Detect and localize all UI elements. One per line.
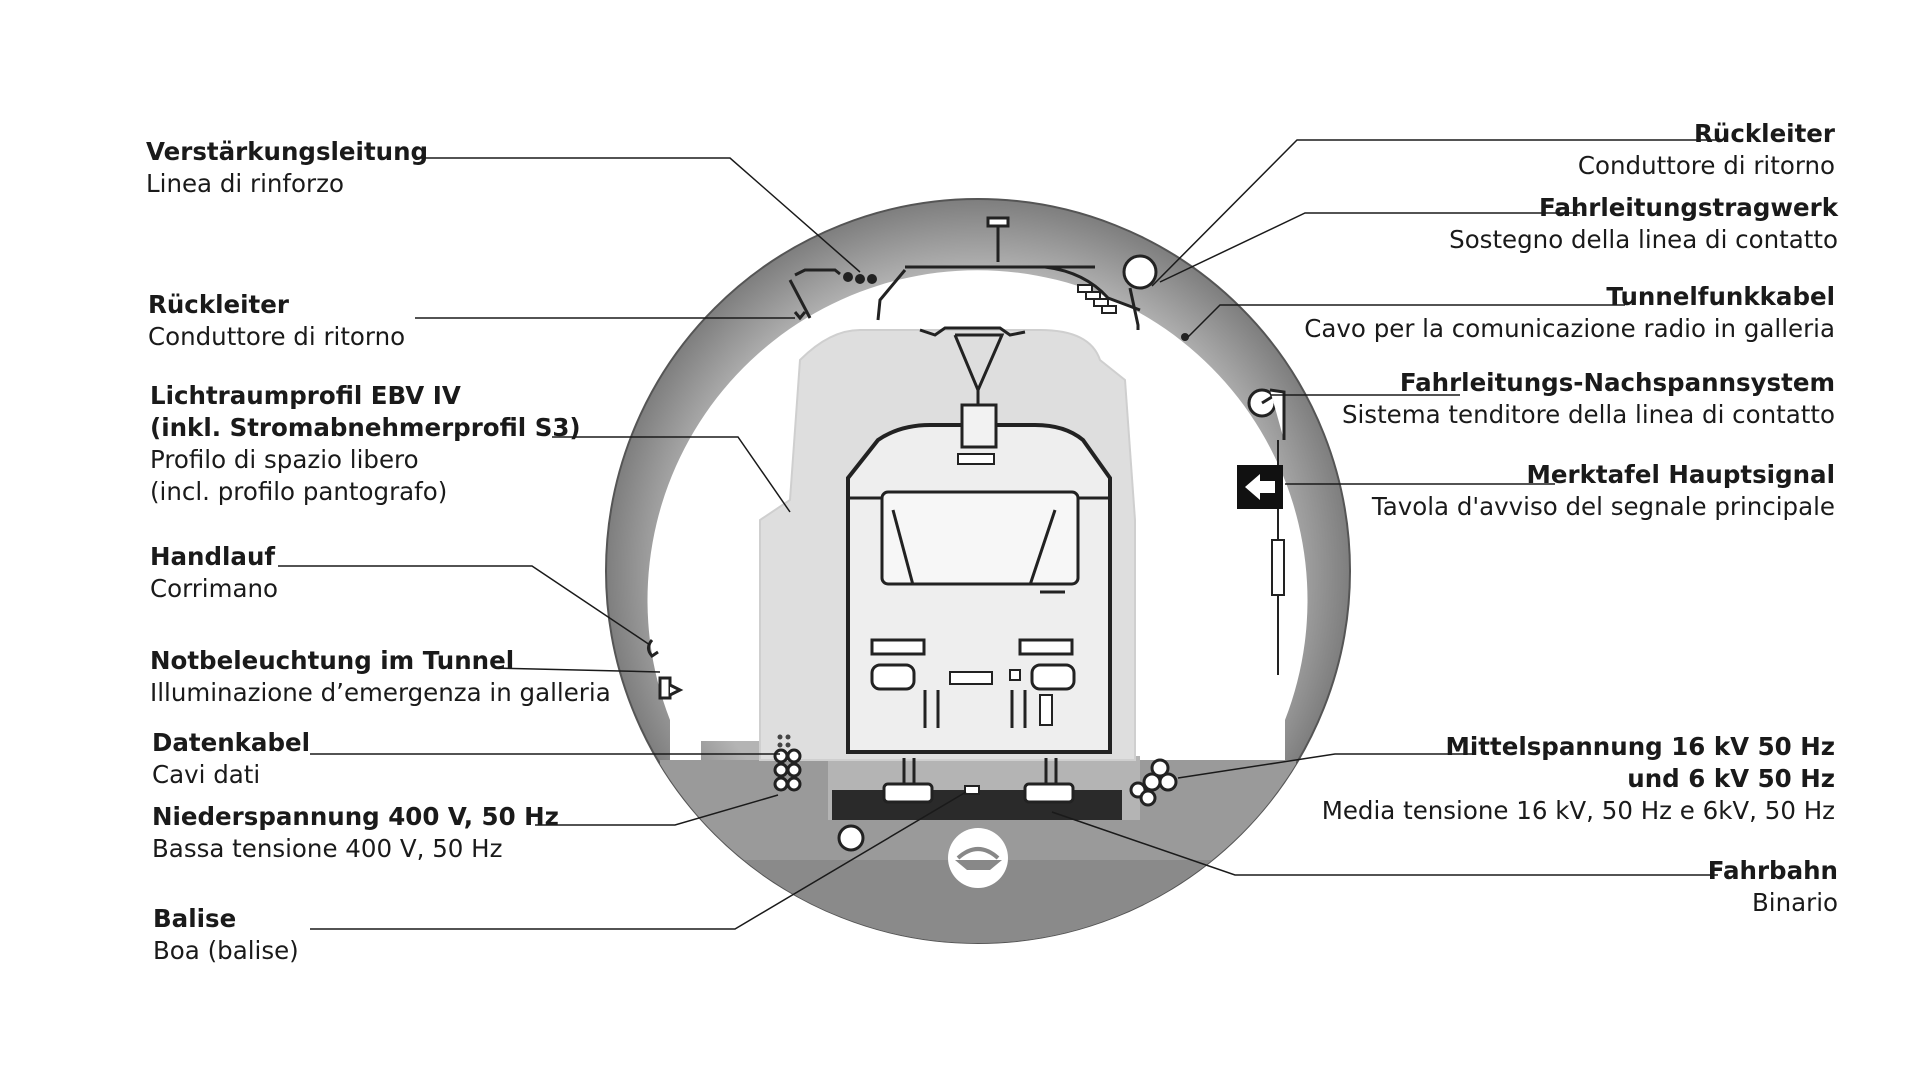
label-merktafel: Merktafel Hauptsignal Tavola d'avviso de… [1372,459,1835,523]
label-de: Handlauf [150,542,276,571]
label-de: Notbeleuchtung im Tunnel [150,646,515,675]
label-lichtraumprofil: Lichtraumprofil EBV IV (inkl. Stromabneh… [150,380,581,508]
label-niederspannung: Niederspannung 400 V, 50 Hz Bassa tensio… [152,801,559,865]
lamp-left [870,663,916,691]
label-fahrbahn: Fahrbahn Binario [1708,855,1838,919]
train-windshield [880,490,1080,586]
lamp-right [1030,663,1076,691]
label-it: Corrimano [150,574,279,603]
leader-rueckleiter-right [1151,139,1718,287]
label-it: Illuminazione d’emergenza in galleria [150,678,611,707]
data-cable-dots [777,734,791,748]
leader-lichtraum [552,436,791,513]
catenary-support [876,216,1158,330]
label-de: Rückleiter [1694,119,1835,148]
leader-tragwerk [1159,212,1580,283]
insulator-icon [1077,284,1117,314]
label-it: Linea di rinforzo [146,169,344,198]
train [846,403,1112,754]
label-nachspannsystem: Fahrleitungs-Nachspannsystem Sistema ten… [1342,367,1835,431]
leader-fahrbahn [1051,811,1718,876]
label-balise: Balise Boa (balise) [153,903,299,967]
label-de: Lichtraumprofil EBV IV [150,381,461,410]
front-plate [949,671,993,685]
label-rueckleiter-left: Rückleiter Conduttore di ritorno [148,289,405,353]
label-it: Boa (balise) [153,936,299,965]
leader-verstaerkung [418,157,861,273]
label-it: Tavola d'avviso del segnale principale [1371,492,1835,521]
label-de: (inkl. Stromabnehmerprofil S3) [150,413,581,442]
front-socket [1009,669,1021,681]
reinforcement-hanger [788,268,841,321]
leader-handlauf [278,565,651,646]
label-de: Rückleiter [148,290,289,319]
label-it: Bassa tensione 400 V, 50 Hz [152,834,503,863]
cable-bundle-icon [773,748,1178,807]
leader-tunnelfunk [1187,304,1625,338]
buffer-box [1039,694,1053,726]
label-verstaerkungsleitung: Verstärkungsleitung Linea di rinforzo [146,136,428,200]
headlight-left [870,638,926,656]
label-it: Sistema tenditore della linea di contatt… [1341,400,1835,429]
label-rueckleiter-right: Rückleiter Conduttore di ritorno [1578,118,1835,182]
rails [882,758,1075,804]
wiper-left [891,509,915,586]
headlight-right [1018,638,1074,656]
leader-niederspannung [535,794,779,826]
label-handlauf: Handlauf Corrimano [150,541,278,605]
label-it: Profilo di spazio libero [150,445,419,474]
label-de: Verstärkungsleitung [146,137,429,166]
label-de: Tunnelfunkkabel [1606,282,1835,311]
label-de: Fahrbahn [1707,856,1838,885]
label-de: Mittelspannung 16 kV 50 Hz [1445,732,1836,761]
label-mittelspannung: Mittelspannung 16 kV 50 Hz und 6 kV 50 H… [1322,731,1835,827]
label-de: Merktafel Hauptsignal [1526,460,1835,489]
label-it: Sostegno della linea di contatto [1449,225,1838,254]
label-notbeleuchtung: Notbeleuchtung im Tunnel Illuminazione d… [150,645,611,709]
label-it: Cavo per la comunicazione radio in galle… [1304,314,1835,343]
balise-device [964,785,980,795]
label-de: und 6 kV 50 Hz [1627,764,1835,793]
reinforcement-cables [843,272,877,284]
label-it: Binario [1751,888,1838,917]
lamp-icon [658,676,684,700]
label-it: Media tensione 16 kV, 50 Hz e 6kV, 50 Hz [1321,796,1835,825]
wiper-right [1028,509,1057,586]
train-body [846,423,1112,754]
signal-arrow-icon [1237,465,1283,509]
main-drain [948,828,1008,888]
label-tunnelfunkkabel: Tunnelfunkkabel Cavo per la comunicazion… [1304,281,1835,345]
label-datenkabel: Datenkabel Cavi dati [152,727,310,791]
roof-box [960,403,998,449]
label-it: Cavi dati [152,760,261,789]
label-de: Fahrleitungs-Nachspannsystem [1399,368,1835,397]
drain-pipe-icon [837,824,865,852]
label-de: Datenkabel [152,728,311,757]
top-light [957,453,995,465]
pulley-icon [1247,388,1286,440]
label-de: Niederspannung 400 V, 50 Hz [152,802,559,831]
leader-balise [310,791,967,930]
label-it: (incl. profilo pantografo) [150,477,448,506]
label-it: Conduttore di ritorno [148,322,406,351]
label-it: Conduttore di ritorno [1577,151,1835,180]
label-de: Balise [153,904,237,933]
pantograph [919,326,1026,405]
radio-cable [1181,333,1189,341]
leader-lines [278,139,1718,930]
handrail-icon [647,639,659,658]
label-fahrleitungstragwerk: Fahrleitungstragwerk Sostegno della line… [1449,192,1838,256]
leader-notbeleuchtung [494,667,661,673]
label-de: Fahrleitungstragwerk [1539,193,1838,222]
leader-mittelspannung [1177,753,1475,779]
